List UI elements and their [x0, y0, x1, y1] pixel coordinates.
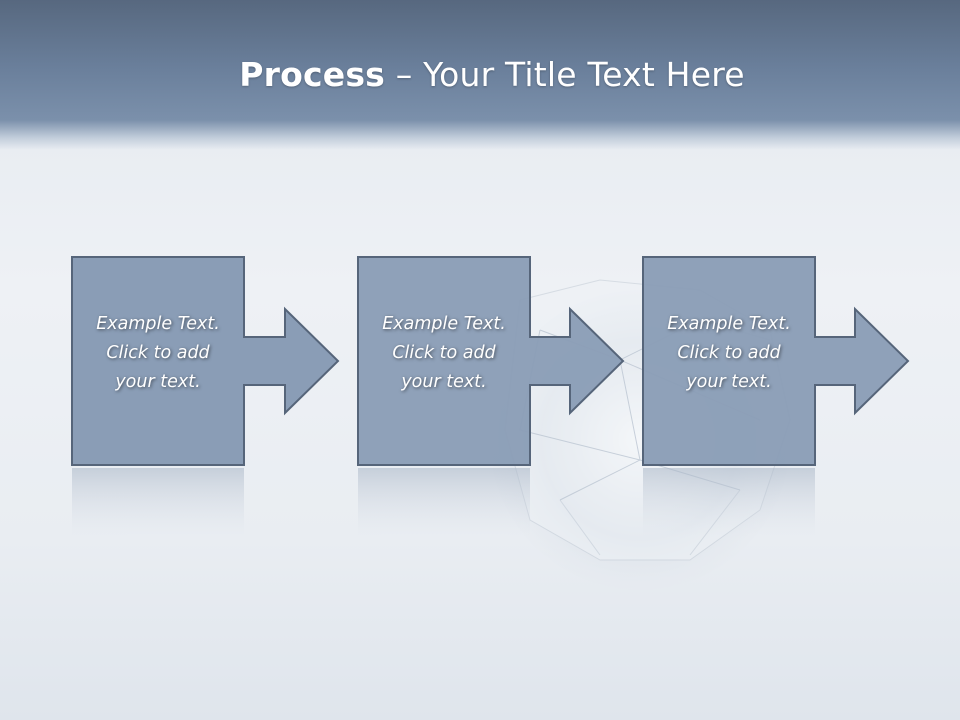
- process-step-3[interactable]: [642, 256, 910, 466]
- step-2-line-3: your text.: [401, 372, 487, 392]
- step-3-line-2: Click to add: [677, 343, 781, 363]
- title-band: [0, 0, 960, 150]
- step-2-line-2: Click to add: [392, 343, 496, 363]
- title-rest: – Your Title Text Here: [385, 55, 745, 94]
- process-step-2[interactable]: [357, 256, 625, 466]
- title-bold: Process: [239, 55, 386, 94]
- step-2-line-1: Example Text.: [382, 314, 506, 334]
- step-1-line-1: Example Text.: [96, 314, 220, 334]
- process-step-1[interactable]: [71, 256, 340, 466]
- step-3-line-3: your text.: [686, 372, 772, 392]
- step-1-line-3: your text.: [115, 372, 201, 392]
- step-1-text[interactable]: Example Text. Click to add your text.: [72, 310, 244, 397]
- step-3-text[interactable]: Example Text. Click to add your text.: [643, 310, 815, 397]
- slide-title[interactable]: Process – Your Title Text Here: [0, 52, 960, 98]
- step-1-line-2: Click to add: [106, 343, 210, 363]
- reflections: [72, 468, 815, 538]
- step-2-text[interactable]: Example Text. Click to add your text.: [358, 310, 530, 397]
- step-3-line-1: Example Text.: [667, 314, 791, 334]
